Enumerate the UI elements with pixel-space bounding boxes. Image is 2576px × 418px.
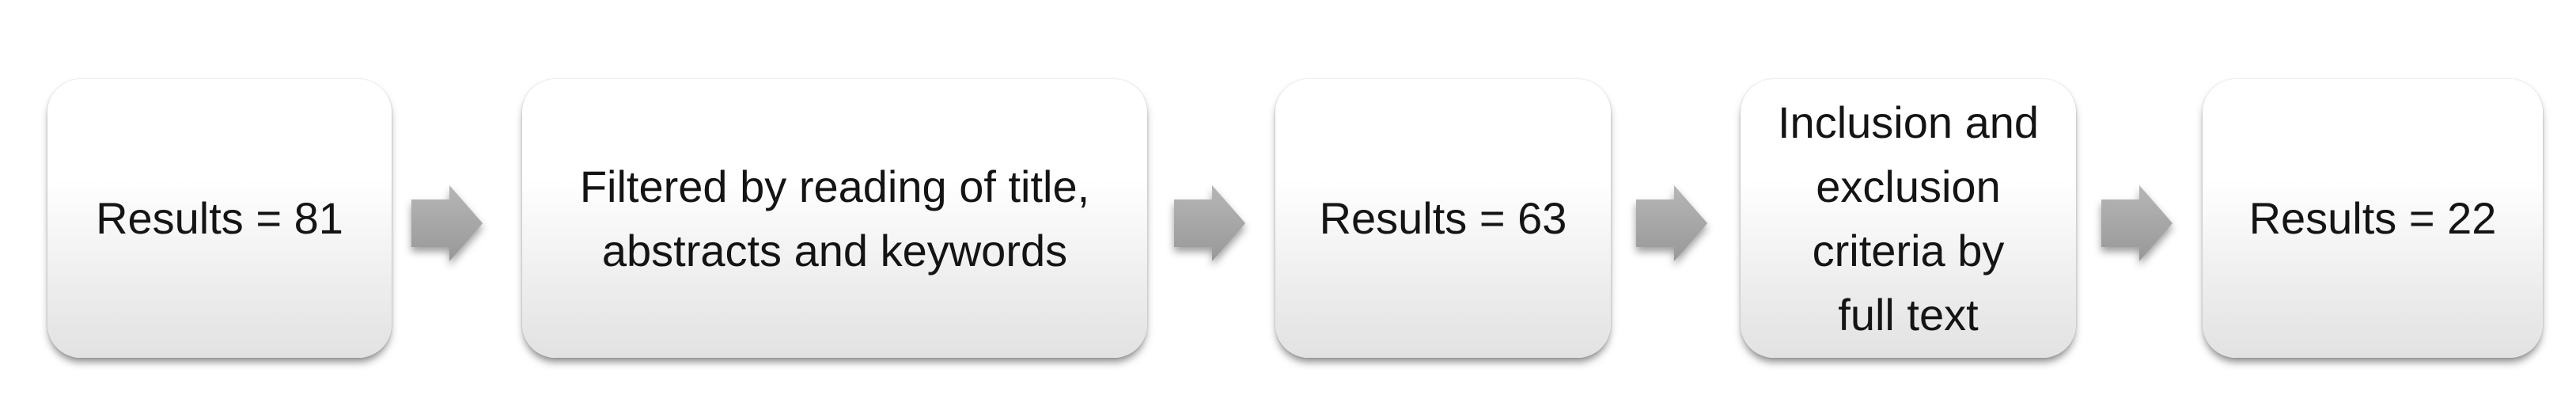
- step-label: Filtered by reading of title, abstracts …: [579, 161, 1090, 276]
- step-box-results-81: Results = 81: [47, 79, 392, 358]
- arrow-right-icon: [2101, 185, 2173, 261]
- step-label: Results = 63: [1319, 193, 1567, 244]
- arrow-right-icon: [1174, 185, 1245, 261]
- arrow-right-icon: [1636, 185, 1707, 261]
- step-box-results-22: Results = 22: [2203, 79, 2543, 358]
- step-label: Inclusion and exclusion criteria by full…: [1777, 97, 2039, 340]
- step-box-inclusion-exclusion-criteria: Inclusion and exclusion criteria by full…: [1741, 79, 2076, 358]
- step-label: Results = 81: [96, 193, 343, 244]
- step-box-filtered-by-title-abstracts-keywords: Filtered by reading of title, abstracts …: [522, 79, 1147, 358]
- step-box-results-63: Results = 63: [1275, 79, 1611, 358]
- arrow-right-icon: [411, 185, 483, 261]
- step-label: Results = 22: [2248, 193, 2497, 244]
